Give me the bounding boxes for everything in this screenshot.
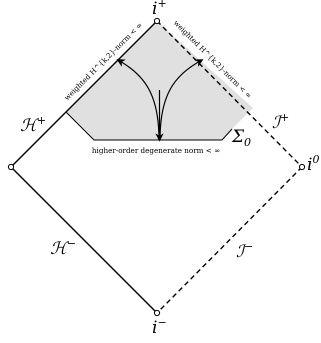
past-horizon-line <box>10 166 158 314</box>
label-past-null-infinity-sup: − <box>244 240 253 253</box>
label-future-horizon: ℋ+ <box>20 114 46 136</box>
label-future-horizon-sup: + <box>37 114 46 127</box>
label-future-null-infinity: ℐ+ <box>272 111 289 133</box>
past-null-infinity-line <box>156 166 303 314</box>
arrow-to-right <box>159 59 204 141</box>
i-minus-point <box>153 309 161 317</box>
label-sigma-zero-sub: 0 <box>244 136 251 149</box>
bifurcation-point <box>7 163 15 171</box>
label-past-horizon: ℋ− <box>50 237 76 259</box>
label-sigma-zero: Σ0 <box>231 127 251 149</box>
future-horizon-line <box>10 20 158 168</box>
label-future-horizon-base: ℋ <box>20 116 40 136</box>
label-i-plus: i+ <box>152 0 167 19</box>
label-i-zero-base: i <box>307 155 312 175</box>
label-i-zero: i0 <box>307 153 319 175</box>
label-i-zero-sup: 0 <box>312 153 319 166</box>
future-null-infinity-line <box>156 20 303 168</box>
label-past-horizon-base: ℋ <box>50 239 70 259</box>
label-past-null-infinity: ℐ− <box>236 240 253 262</box>
arrow-to-left <box>116 59 160 141</box>
label-i-plus-sup: + <box>157 0 166 10</box>
label-past-null-infinity-base: ℐ <box>236 242 247 262</box>
label-past-horizon-sup: − <box>67 237 76 250</box>
label-future-null-infinity-base: ℐ <box>272 113 283 133</box>
label-i-minus-sup: − <box>157 316 166 329</box>
label-i-plus-base: i <box>152 0 157 19</box>
label-sigma-zero-base: Σ <box>231 127 245 147</box>
label-i-minus: i− <box>152 316 167 338</box>
annotation-bottom: higher-order degenerate norm < ∞ <box>92 146 220 155</box>
label-future-null-infinity-sup: + <box>280 111 289 124</box>
shaded-region <box>66 21 253 140</box>
label-i-minus-base: i <box>152 318 157 338</box>
i-zero-point <box>298 163 306 171</box>
i-plus-point <box>153 17 161 25</box>
